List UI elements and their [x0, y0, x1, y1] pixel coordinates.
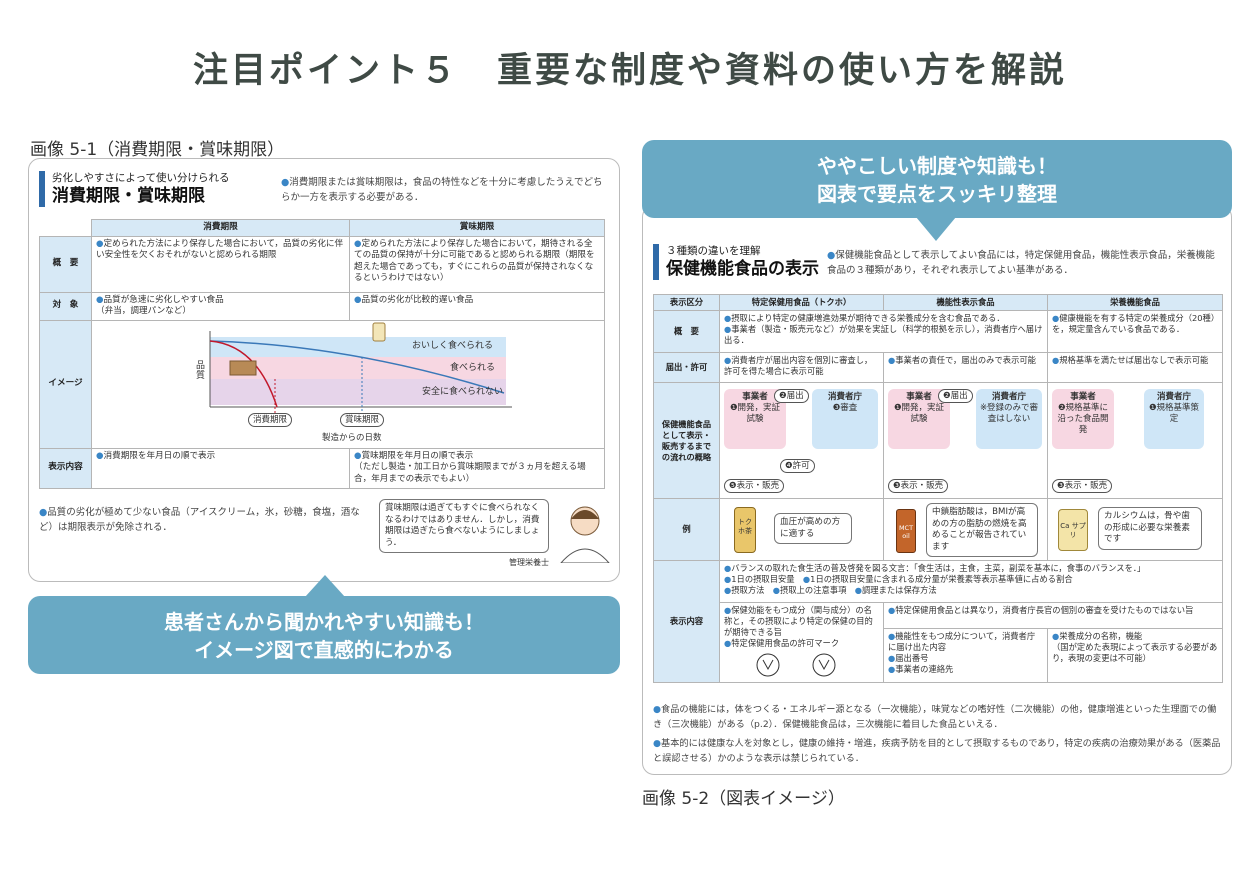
page-title: 注目ポイント５ 重要な制度や資料の使い方を解説 — [192, 51, 1067, 91]
left-intro: ●消費期限または賞味期限は，食品の特性などを十分に考慮したうえでどちらか一方を表… — [281, 177, 603, 203]
right-header-main: 保健機能食品の表示 — [666, 259, 819, 279]
band-taberareru: 食べられる — [450, 362, 496, 373]
left-caption: 画像 5-1（消費期限・賞味期限） — [30, 140, 285, 160]
left-banner-arrow — [305, 575, 345, 597]
row-todokede: 届出・許可 — [653, 352, 720, 383]
mct-claim: 中鎖脂肪酸は，BMIが高めの方の脂肪の燃焼を高めることが報告されています — [926, 503, 1038, 557]
col-tokuho: 特定保健用食品（トクホ） — [719, 294, 884, 311]
row-label-hyoji: 表示内容 — [39, 447, 92, 489]
col-eiyo: 栄養機能食品 — [1047, 294, 1223, 311]
col-shohi: 消費期限 — [91, 219, 350, 237]
left-header: 劣化しやすさによって使い分けられる 消費期限・賞味期限 — [39, 171, 230, 207]
rh-kubun: 表示区分 — [653, 294, 720, 311]
right-banner: ややこしい制度や知識も！ 図表で要点をスッキリ整理 — [642, 140, 1232, 218]
right-panel: ３種類の違いを理解 保健機能食品の表示 ●保健機能食品として表示してよい食品には… — [642, 205, 1232, 775]
tokuho-mark-icon-2 — [812, 653, 836, 677]
flow2-shohishacho: 消費者庁※登録のみで審査はしない — [976, 389, 1042, 449]
right-table: 表示区分 特定保健用食品（トクホ） 機能性表示食品 栄養機能食品 概 要 ●摂取… — [653, 294, 1223, 683]
row-gaiyo: 概 要 — [653, 310, 720, 353]
row-hyoji: 表示内容 — [653, 560, 720, 683]
chart-ylabel: 品質 — [196, 360, 206, 381]
row-label-image: イメージ — [39, 319, 92, 449]
right-note1: ●食品の機能には，体をつくる・エネルギー源となる（一次機能），味覚などの嗜好性（… — [653, 704, 1217, 730]
quality-chart — [209, 322, 512, 415]
col-kinosei: 機能性表示食品 — [883, 294, 1048, 311]
right-note2: ●基本的には健康な人を対象とし，健康の維持・増進，疾病予防を目的として摂取するも… — [653, 738, 1221, 764]
flow3-hanbai: ❸表示・販売 — [1052, 479, 1113, 493]
nutritionist-illustration — [560, 506, 610, 563]
nutritionist-label: 管理栄養士 — [509, 558, 549, 567]
flow1-todokede: ❷届出 — [774, 389, 809, 403]
row-label-gaiyo: 概 要 — [39, 235, 92, 293]
chart-xlabel: 製造からの日数 — [322, 432, 382, 443]
flow2-todokede: ❷届出 — [938, 389, 973, 403]
right-intro: ●保健機能食品として表示してよい食品には，特定保健用食品，機能性表示食品，栄養機… — [827, 250, 1215, 276]
ca-claim: カルシウムは，骨や歯の形成に必要な栄養素です — [1098, 507, 1202, 550]
band-anzen: 安全に食べられない — [422, 386, 504, 397]
right-caption: 画像 5-2（図表イメージ） — [642, 789, 845, 809]
tokuho-mark-icon — [756, 653, 780, 677]
right-header-sub: ３種類の違いを理解 — [666, 245, 761, 257]
mct-bottle: MCT oil — [896, 509, 916, 553]
flow2-hanbai: ❸表示・販売 — [888, 479, 949, 493]
left-bottom-note: ●品質の劣化が極めて少ない食品（アイスクリーム，氷，砂糖，食塩，酒など）は期限表… — [39, 507, 360, 533]
right-header: ３種類の違いを理解 保健機能食品の表示 — [653, 244, 819, 280]
left-panel: 劣化しやすさによって使い分けられる 消費期限・賞味期限 ●消費期限または賞味期限… — [28, 158, 620, 582]
right-banner-arrow — [916, 217, 956, 241]
left-header-main: 消費期限・賞味期限 — [52, 186, 205, 206]
nutritionist-bubble: 賞味期限は過ぎてもすぐに食べられなくなるわけではありません．しかし，消費期限は過… — [379, 499, 549, 553]
col-shomi: 賞味期限 — [349, 219, 605, 237]
row-rei: 例 — [653, 498, 720, 561]
ca-bottle: Ca サプリ — [1058, 509, 1088, 551]
row-flow: 保健機能食品として表示・販売するまでの流れの概略 — [653, 382, 720, 499]
flow1-kyoka: ❹許可 — [780, 459, 815, 473]
left-banner: 患者さんから聞かれやすい知識も！ イメージ図で直感的にわかる — [28, 596, 620, 674]
row-label-taisho: 対 象 — [39, 291, 92, 321]
band-oishiku: おいしく食べられる — [412, 340, 494, 351]
left-header-sub: 劣化しやすさによって使い分けられる — [52, 172, 230, 184]
tokuho-claim: 血圧が高めの方に適する — [774, 513, 852, 544]
left-table: 消費期限 賞味期限 概 要 ●定められた方法により保存した場合において，品質の劣… — [39, 219, 605, 489]
flow1-hanbai: ❺表示・販売 — [724, 479, 785, 493]
label-shohi: 消費期限 — [248, 412, 293, 427]
tokuho-bottle: トクホ茶 — [734, 507, 756, 553]
label-shomi: 賞味期限 — [340, 412, 385, 427]
